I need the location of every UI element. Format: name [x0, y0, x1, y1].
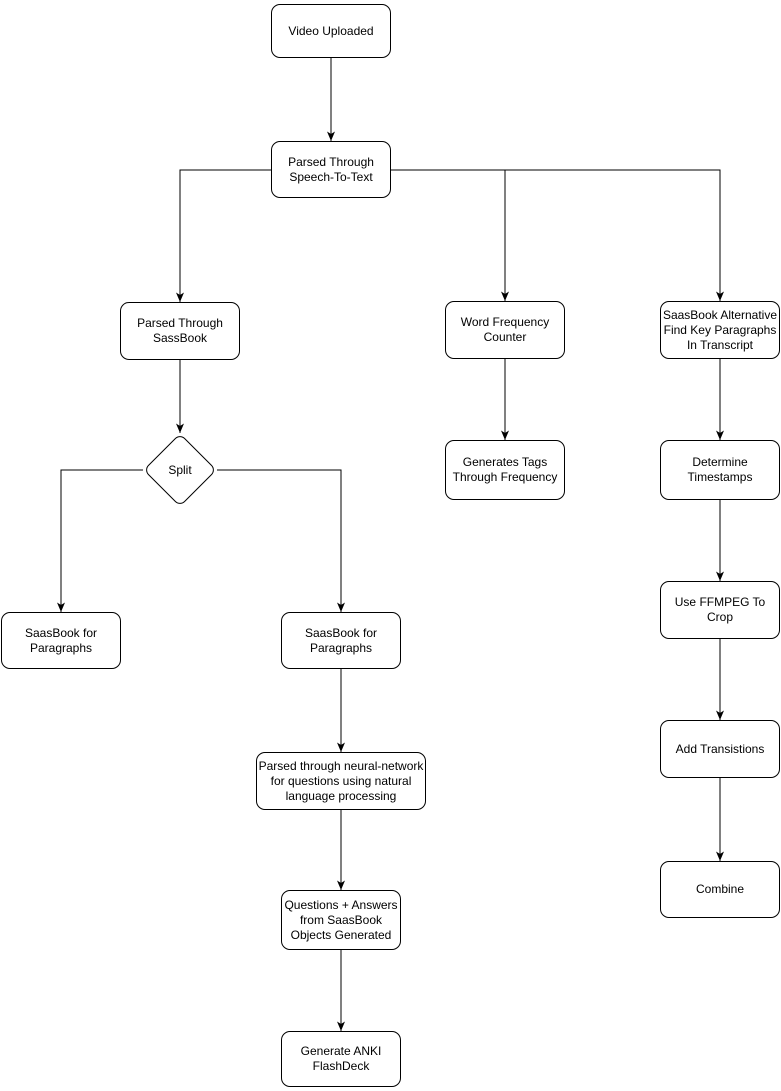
edge-speech-to-text-to-parsed-sassbook — [176, 169, 271, 302]
node-generates-tags[interactable]: Generates Tags Through Frequency — [445, 440, 565, 500]
node-determine-timestamps[interactable]: Determine Timestamps — [660, 440, 780, 500]
node-label: SaasBook Alternative Find Key Paragraphs… — [662, 307, 778, 352]
node-questions-answers[interactable]: Questions + Answers from SaasBook Object… — [281, 890, 401, 950]
node-label: Add Transistions — [675, 741, 765, 756]
node-label: Split — [168, 462, 192, 477]
node-label: Generates Tags Through Frequency — [452, 455, 558, 484]
node-saasbook-alternative[interactable]: SaasBook Alternative Find Key Paragraphs… — [660, 301, 780, 359]
node-label: Questions + Answers from SaasBook Object… — [284, 897, 398, 942]
node-word-frequency-counter[interactable]: Word Frequency Counter — [445, 301, 565, 359]
node-speech-to-text[interactable]: Parsed Through Speech-To-Text — [271, 141, 391, 198]
node-label: Combine — [695, 882, 745, 896]
node-label: Generate ANKI FlashDeck — [300, 1044, 382, 1073]
node-label: Use FFMPEG To Crop — [674, 595, 766, 624]
node-label: Parsed Through Speech-To-Text — [288, 154, 374, 184]
node-use-ffmpeg-to-crop[interactable]: Use FFMPEG To Crop — [660, 581, 780, 639]
node-combine[interactable]: Combine — [660, 861, 780, 918]
edges-group — [57, 58, 724, 1031]
edge-speech-to-text-to-saasbook-alternative — [391, 169, 724, 301]
node-saasbook-paragraphs-right[interactable]: SaasBook for Paragraphs — [281, 612, 401, 669]
node-saasbook-paragraphs-left[interactable]: SaasBook for Paragraphs — [1, 612, 121, 669]
node-label: Word Frequency Counter — [460, 315, 550, 344]
edge-split-to-saasbook-paragraphs-left — [57, 469, 143, 612]
node-neural-network[interactable]: Parsed through neural-network for questi… — [256, 752, 426, 810]
node-label: Parsed through neural-network for questi… — [258, 758, 424, 803]
node-video-uploaded[interactable]: Video Uploaded — [271, 4, 391, 58]
node-label: Parsed Through SassBook — [137, 316, 223, 345]
node-add-transitions[interactable]: Add Transistions — [660, 720, 780, 778]
node-generate-anki[interactable]: Generate ANKI FlashDeck — [281, 1031, 401, 1087]
node-parsed-sassbook[interactable]: Parsed Through SassBook — [120, 302, 240, 360]
node-label: SaasBook for Paragraphs — [24, 625, 98, 655]
node-label: Video Uploaded — [288, 23, 374, 38]
node-split-label-box[interactable]: Split — [143, 433, 217, 507]
edge-split-to-saasbook-paragraphs-right — [217, 469, 345, 612]
node-label: Determine Timestamps — [687, 455, 753, 484]
edge-speech-to-text-to-word-frequency-counter — [391, 169, 509, 301]
node-label: SaasBook for Paragraphs — [304, 625, 378, 655]
